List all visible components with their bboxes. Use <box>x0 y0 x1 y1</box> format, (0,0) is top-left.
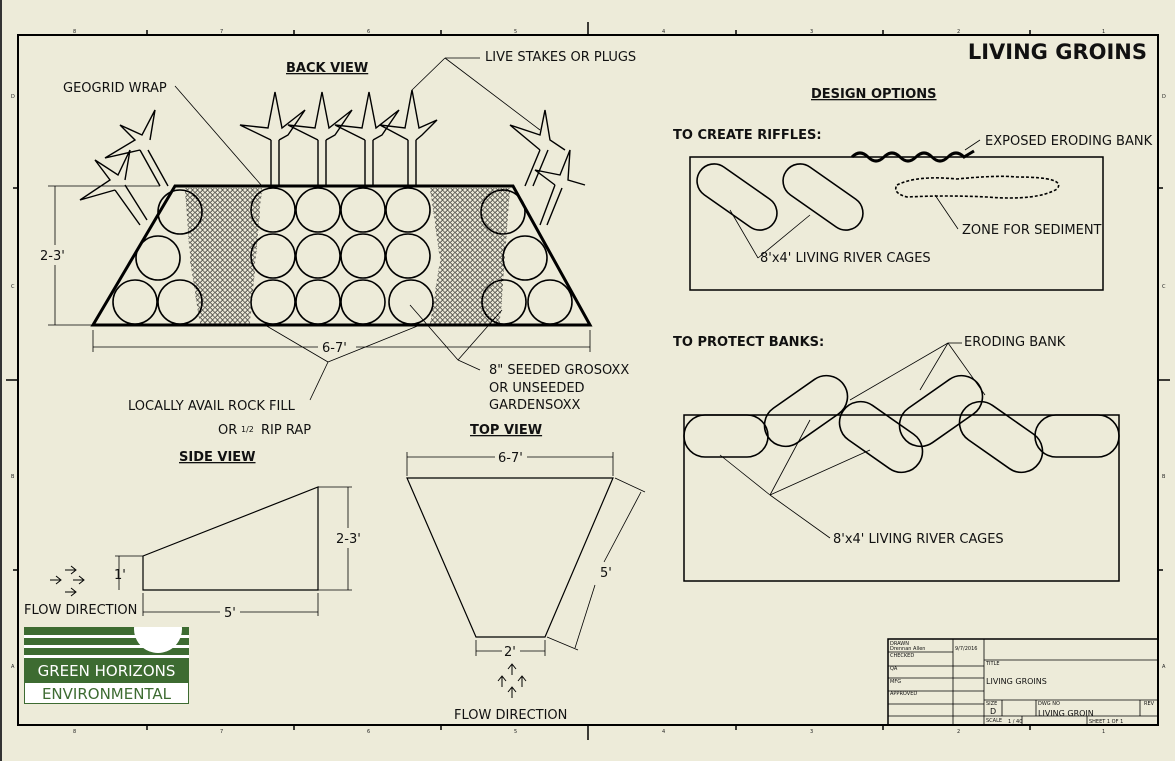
drawing-label: SCALE <box>986 718 1002 724</box>
top-flow-label: FLOW DIRECTION <box>454 708 567 723</box>
drawing-label: CHECKED <box>890 653 914 659</box>
zone-markers: 8 7 6 5 4 3 2 1 8 7 6 5 4 3 2 1 D C B A … <box>6 22 1170 740</box>
drawing-label: 8 <box>73 29 76 35</box>
banks-heading: TO PROTECT BANKS: <box>673 335 824 350</box>
drawing-label: APPROVED <box>890 691 917 697</box>
side-view: SIDE VIEW 1' 2-3' 5' FLOW DIRECTION <box>24 450 361 621</box>
drawing-label: 1 / 40 <box>1008 719 1022 725</box>
drawing-label: 8'x4' LIVING RIVER CAGES <box>760 251 931 266</box>
drawing-label: 2 <box>957 29 960 35</box>
drawing-label: DESIGN OPTIONS <box>811 87 937 102</box>
top-view-heading: TOP VIEW <box>470 423 542 438</box>
drawing-label: B <box>1162 474 1166 480</box>
drawing-label: D <box>990 707 996 716</box>
drawing-title: LIVING GROINS <box>968 40 1147 64</box>
geogrid-label: GEOGRID WRAP <box>63 81 167 96</box>
drawing-label: DWG NO <box>1038 701 1060 707</box>
drawing-label: MFG <box>890 679 901 685</box>
drawing-label: D <box>1162 94 1166 100</box>
side-flow-label: FLOW DIRECTION <box>24 603 137 618</box>
drawing-label: 5 <box>514 29 517 35</box>
drawing-label: REV <box>1144 701 1155 707</box>
drawing-label: OR <box>218 423 237 438</box>
design-options: DESIGN OPTIONS TO CREATE RIFFLES: EXPOSE… <box>673 87 1153 582</box>
drawing-label: C <box>11 284 15 290</box>
drawing-label: 4 <box>662 29 665 35</box>
drawing-label: SIZE <box>986 701 997 707</box>
drawing-label: ZONE FOR SEDIMENT <box>962 223 1102 238</box>
back-view-dimensions <box>48 57 591 401</box>
title-block: DRAWN Drennan Allen 9/7/2016 CHECKED QA … <box>887 638 1159 726</box>
drawing-label: 5' <box>600 566 612 581</box>
drawing-label: 2' <box>504 645 516 660</box>
drawing-label: 6 <box>367 729 370 735</box>
flow-up-arrows-icon <box>497 663 527 698</box>
company-logo: GREEN HORIZONS ENVIRONMENTAL <box>24 627 189 720</box>
title-block-title: LIVING GROINS <box>986 677 1047 686</box>
drawing-label: 6 <box>367 29 370 35</box>
drawing-label: QA <box>890 666 898 672</box>
drawing-label: 8'x4' LIVING RIVER CAGES <box>833 532 1004 547</box>
logo-line-1: GREEN HORIZONS <box>24 660 189 682</box>
drawing-label: C <box>1162 284 1166 290</box>
drawing-label: 4 <box>662 729 665 735</box>
top-view: TOP VIEW 6-7' 5' 2' FLOW DIRECTION <box>406 423 646 723</box>
stakes-label: LIVE STAKES OR PLUGS <box>485 50 636 65</box>
drawing-label: 2 <box>957 729 960 735</box>
drawing-label: SHEET 1 OF 1 <box>1089 719 1123 725</box>
drawing-number: LIVING GROIN <box>1038 709 1094 718</box>
drawing-label: 5 <box>514 729 517 735</box>
drawing-label: 3 <box>810 729 813 735</box>
soxx-label-1: 8" SEEDED GROSOXX <box>489 363 629 378</box>
drawing-label: DRAWN <box>890 641 909 647</box>
back-view-heading: BACK VIEW <box>286 61 368 76</box>
drawing-label: B <box>11 474 15 480</box>
width-dimension: 6-7' <box>322 341 347 356</box>
drawing-label: 1 <box>1102 29 1105 35</box>
drawing-label: 7 <box>220 729 223 735</box>
drawing-label: 8 <box>73 729 76 735</box>
drawing-label: D <box>11 94 15 100</box>
drawing-label: EXPOSED ERODING BANK <box>985 134 1153 149</box>
sun-icon <box>134 627 182 653</box>
drawing-label: 9/7/2016 <box>955 646 977 652</box>
live-stakes <box>79 89 586 226</box>
riffles-heading: TO CREATE RIFFLES: <box>673 128 822 143</box>
drawing-label: 1/2 <box>241 425 254 434</box>
drawing-label: 5' <box>224 606 236 621</box>
drawing-label: 3 <box>810 29 813 35</box>
back-view: BACK VIEW <box>40 50 636 438</box>
drawing-label: TITLE <box>985 661 1000 667</box>
drawing-label: ERODING BANK <box>964 335 1066 350</box>
drawing-label: 1 <box>1102 729 1105 735</box>
side-view-heading: SIDE VIEW <box>179 450 256 465</box>
drawing-label: A <box>11 664 15 670</box>
flow-arrows-icon <box>50 565 85 597</box>
drawing-label: Drennan Allen <box>890 646 925 652</box>
rock-fill-label: LOCALLY AVAIL ROCK FILL <box>128 399 296 414</box>
drawing-label: GARDENSOXX <box>489 398 581 413</box>
drawing-label: OR UNSEEDED <box>489 381 585 396</box>
drawing-label: 6-7' <box>498 451 523 466</box>
soxx-circles <box>112 187 573 325</box>
drawing-label: 1' <box>114 568 126 583</box>
drawing-label: 2-3' <box>336 532 361 547</box>
drawing-label: A <box>1162 664 1166 670</box>
rip-rap-label: RIP RAP <box>261 423 311 438</box>
logo-line-2: ENVIRONMENTAL <box>24 682 189 704</box>
height-dimension: 2-3' <box>40 249 65 264</box>
drawing-label: 7 <box>220 29 223 35</box>
